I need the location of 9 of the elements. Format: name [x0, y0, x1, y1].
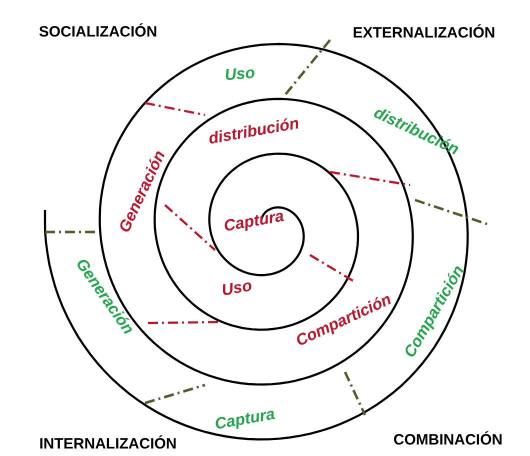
- quadrant-heading: COMBINACIÓN: [393, 432, 503, 448]
- phase-label: Captura: [222, 208, 286, 236]
- phase-label: Captura: [214, 406, 276, 434]
- quadrant-heading: EXTERNALIZACIÓN: [352, 26, 496, 40]
- phase-label: Uso: [224, 66, 256, 84]
- quadrant-heading: INTERNALIZACIÓN: [39, 436, 177, 452]
- quadrant-heading: SOCIALIZACIÓN: [38, 24, 158, 40]
- phase-label: distribución: [208, 116, 300, 148]
- phase-label: Uso: [220, 278, 254, 300]
